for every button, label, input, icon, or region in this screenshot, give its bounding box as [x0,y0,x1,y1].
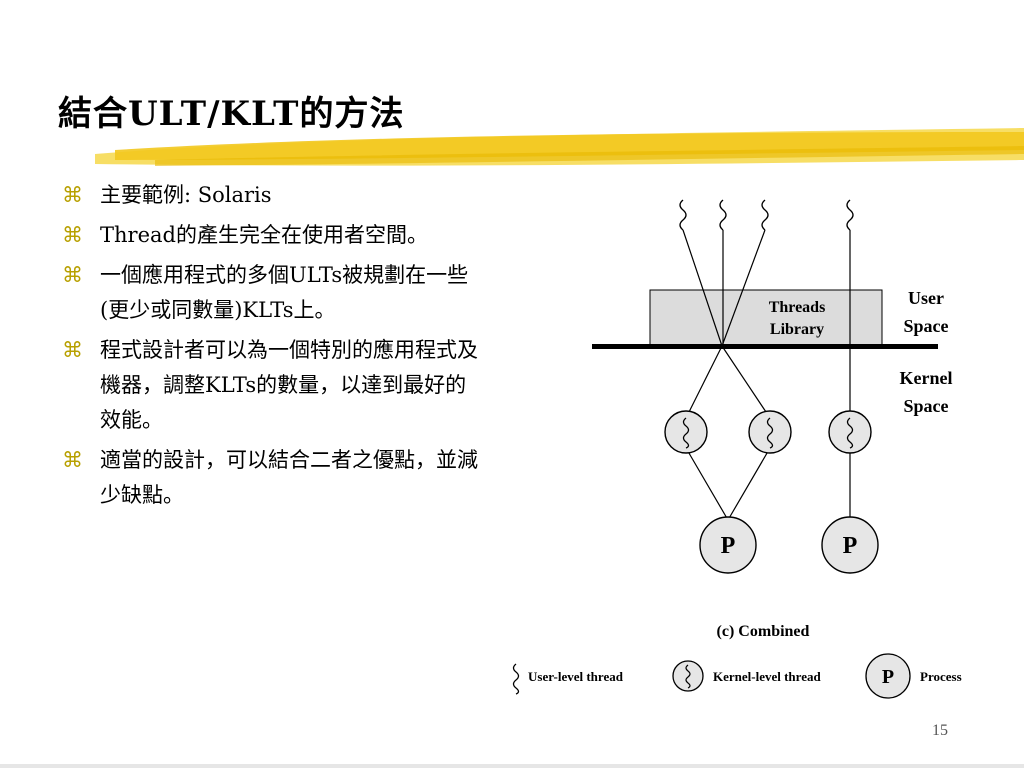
kernel-space-label: Space [904,396,949,416]
kernel-thread-icon [828,410,872,454]
threads-library-label: Threads [769,299,826,316]
footer-divider [0,764,1024,768]
legend-user-thread-label: User-level thread [528,669,624,684]
command-key-icon: ⌘ [62,183,83,207]
thread-mapping-lines [682,229,851,521]
combined-threads-diagram: Threads Library User Space Kernel Space … [512,199,962,699]
bullet-text: Thread的產生完全在使用者空間。 [100,223,428,247]
process-label: P [721,533,736,559]
kernel-thread-icon [664,410,708,454]
user-thread-icon [512,663,520,695]
command-key-icon: ⌘ [62,263,83,287]
bullet-text: 程式設計者可以為一個特別的應用程式及機器，調整KLTs的數量，以達到最好的效能。 [100,338,478,432]
highlighter-stroke [95,128,1024,166]
slide-title: 結合ULT/KLT的方法 [58,94,405,134]
page-number: 15 [932,722,948,739]
bullet-text: 適當的設計，可以結合二者之優點，並減少缺點。 [100,448,478,507]
process-node: P [699,516,757,574]
user-space-label: User [908,288,944,308]
user-thread-icon [719,199,727,231]
list-item: ⌘ 主要範例: Solaris [62,178,482,213]
legend: User-level thread Kernel-level thread P … [512,653,962,699]
process-node: P [821,516,879,574]
diagram-caption: (c) Combined [717,623,810,640]
legend-kernel-thread-label: Kernel-level thread [713,669,821,684]
command-key-icon: ⌘ [62,223,83,247]
bullet-text: 一個應用程式的多個ULTs被規劃在一些(更少或同數量)KLTs上。 [100,263,469,322]
threads-library-box [649,289,883,347]
bullet-text: 主要範例: Solaris [100,183,272,207]
command-key-icon: ⌘ [62,448,83,472]
list-item: ⌘ 程式設計者可以為一個特別的應用程式及機器，調整KLTs的數量，以達到最好的效能… [62,333,482,438]
list-item: ⌘ 適當的設計，可以結合二者之優點，並減少缺點。 [62,443,482,513]
bullet-list: ⌘ 主要範例: Solaris ⌘ Thread的產生完全在使用者空間。 ⌘ 一個應用… [62,178,482,518]
threads-library-label: Library [770,321,824,338]
list-item: ⌘ Thread的產生完全在使用者空間。 [62,218,482,253]
user-thread-icon [761,199,769,231]
process-label: P [843,533,858,559]
user-kernel-boundary [592,344,938,349]
user-thread-icon [679,199,687,231]
legend-process-symbol: P [882,666,894,688]
kernel-space-label: Kernel [900,368,953,388]
kernel-thread-icon [672,660,704,692]
command-key-icon: ⌘ [62,338,83,362]
user-space-label: Space [904,316,949,336]
legend-process-label: Process [920,669,962,684]
process-icon [865,653,911,699]
kernel-thread-icon [748,410,792,454]
user-thread-icon [846,199,854,231]
list-item: ⌘ 一個應用程式的多個ULTs被規劃在一些(更少或同數量)KLTs上。 [62,258,482,328]
